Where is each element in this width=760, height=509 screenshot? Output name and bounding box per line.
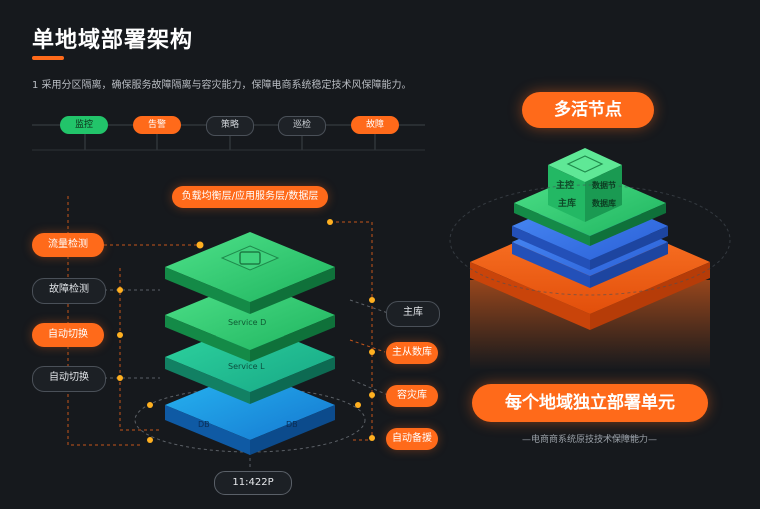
left-label-3: 自动切换 [32, 323, 104, 347]
left-label-2: 故障检测 [32, 278, 106, 304]
layer-text-1: Service D [228, 318, 267, 327]
title-underline [32, 56, 64, 60]
timeline-step-1[interactable]: 监控 [60, 116, 108, 134]
layer-stack-label: 负载均衡层/应用服务层/数据层 [172, 186, 328, 208]
timeline-step-3[interactable]: 策略 [206, 116, 254, 136]
timeline-step-5[interactable]: 故障 [351, 116, 399, 134]
layer-text-4: DB [286, 420, 298, 429]
timeline-step-4[interactable]: 巡检 [278, 116, 326, 136]
layer-db [165, 370, 335, 455]
cube-text-4: 数据库 [592, 199, 616, 208]
right-label-1: 主库 [386, 301, 440, 327]
cube-text-3: 主库 [558, 199, 577, 209]
right-label-2: 主从数库 [386, 342, 438, 364]
left-label-1: 流量检测 [32, 233, 104, 257]
timeline-step-2[interactable]: 告警 [133, 116, 181, 134]
page-title: 单地域部署架构 [32, 28, 194, 53]
page-subtitle: 1 采用分区隔离，确保服务故障隔离与容灾能力，保障电商系统稳定技术风保障能力。 [32, 80, 412, 91]
cube-text-2: 数据节 [592, 181, 616, 190]
deployment-unit-label: 每个地域独立部署单元 [472, 384, 708, 422]
cube-text-1: 主控 [556, 181, 575, 191]
deployment-unit-caption: —电商商系统原技技术保障能力— [522, 435, 658, 445]
left-label-4: 自动切换 [32, 366, 106, 392]
counter-badge: 11:422P [214, 471, 292, 495]
right-label-4: 自动备援 [386, 428, 438, 450]
right-label-3: 容灾库 [386, 385, 438, 407]
layer-text-2: Service L [228, 362, 265, 371]
layer-text-3: DB [198, 420, 210, 429]
multi-active-node-label: 多活节点 [522, 92, 654, 128]
